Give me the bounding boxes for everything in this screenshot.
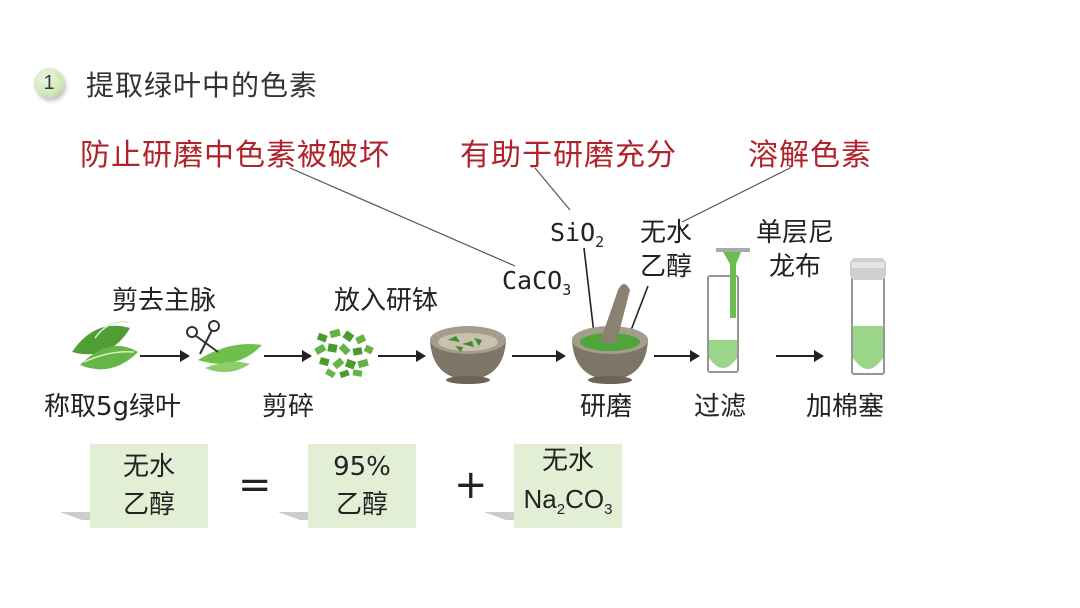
sio2-label: SiO2 [550,218,605,251]
flow-arrow-3 [378,350,426,362]
plus-sign: + [454,462,488,508]
step-plug-label: 加棉塞 [806,392,885,422]
section-title: 提取绿叶中的色素 [86,69,319,102]
mortar-pestle-icon [572,284,648,384]
mortar-with-leaves-icon [430,326,506,384]
ethanol-purpose-label: 溶解色素 [748,138,872,173]
step-grind-label: 研磨 [580,392,633,422]
sio2-arrow-line [583,247,595,335]
flow-arrow-6 [776,350,824,362]
step-remove-vein-label: 剪去主脉 [112,286,217,316]
flow-arrow-5 [654,350,700,362]
flow-arrow-1 [140,350,190,362]
caco3-label: CaCO3 [502,266,572,299]
equation-95-ethanol-box: 95% 乙醇 [308,444,416,528]
sio2-purpose-label: 有助于研磨充分 [460,138,677,173]
whole-leaves-icon [72,321,138,370]
box-shadow-1 [60,512,90,520]
sio2-pointer-line [534,167,571,211]
box-shadow-2 [278,512,308,520]
equation-na2co3-box: 无水 Na2CO3 [514,444,622,528]
filter-tube-icon [707,248,750,373]
step-to-mortar-label: 放入研钵 [334,286,439,316]
equation-anhydrous-ethanol-box: 无水 乙醇 [90,444,208,528]
ethanol-pointer-line [681,167,791,223]
anhydrous-ethanol-reagent-label: 无水 乙醇 [639,218,692,282]
step-cut-label: 剪碎 [262,392,315,422]
flow-arrow-2 [264,350,312,362]
chopped-leaves-icon [314,328,374,379]
leaf-scissors-icon [186,320,262,373]
step-number-badge: 1 [34,68,64,98]
box-shadow-3 [484,512,514,520]
step-weigh-label: 称取5g绿叶 [44,392,182,422]
nylon-cloth-label: 单层尼 龙布 [755,218,834,282]
flow-arrow-4 [512,350,566,362]
caco3-pointer-line [289,167,516,267]
equals-sign: = [238,462,272,508]
plugged-tube-icon [850,258,886,375]
caco3-purpose-label: 防止研磨中色素被破坏 [80,138,390,173]
step-filter-label: 过滤 [694,392,747,422]
